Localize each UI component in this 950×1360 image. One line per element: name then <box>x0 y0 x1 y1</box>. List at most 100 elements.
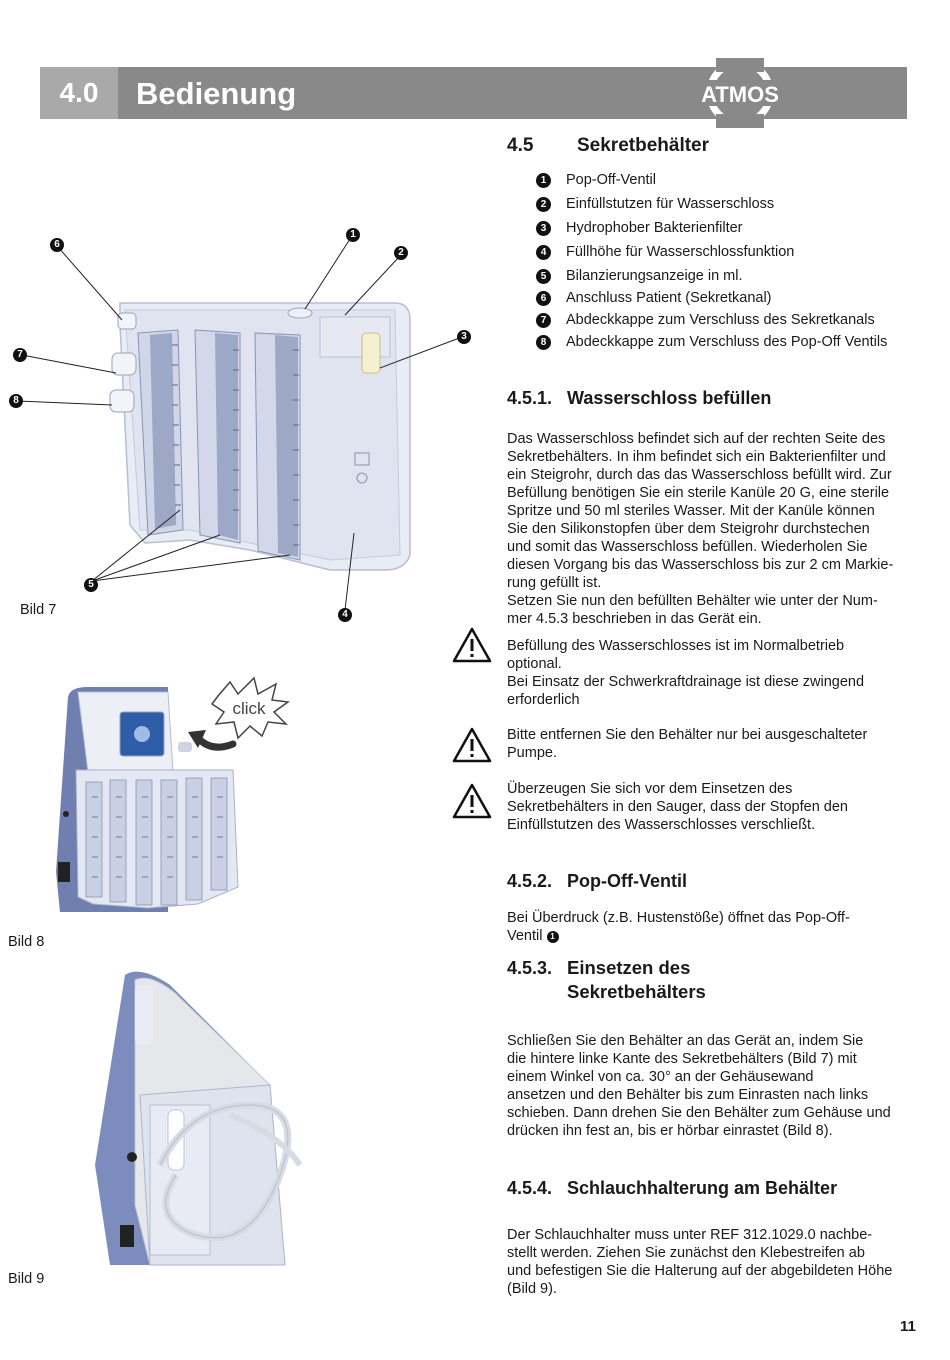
callout-8: 8 <box>9 394 23 408</box>
text-line: stellt werden. Ziehen Sie zunächst den K… <box>507 1245 865 1261</box>
paragraph-schlauchhalterung: Der Schlauchhalter muss unter REF 312.10… <box>507 1226 917 1298</box>
legend-label: Bilanzierungsanzeige in ml. <box>566 268 743 284</box>
text-line: Befüllung des Wasserschlosses ist im Nor… <box>507 638 845 654</box>
legend-label: Einfüllstutzen für Wasserschloss <box>566 196 775 212</box>
warning-icon <box>452 727 492 763</box>
text-line: Ventil 1 <box>507 927 917 945</box>
text-line: Pumpe. <box>507 745 557 761</box>
legend-item: 7 Abdeckkappe zum Verschluss des Sekretka… <box>536 310 926 332</box>
legend-label: Hydrophober Bakterienfilter <box>566 220 743 236</box>
callout-2: 2 <box>394 246 408 260</box>
legend-number: 2 <box>536 197 551 212</box>
text-line: schieben. Dann drehen Sie den Behälter z… <box>507 1105 891 1121</box>
paragraph-wasserschloss: Das Wasserschloss befindet sich auf der … <box>507 430 917 628</box>
legend-label: Anschluss Patient (Sekretkanal) <box>566 290 772 306</box>
text-line: drücken ihn fest an, bis er hörbar einra… <box>507 1123 833 1139</box>
subsection-number: 4.5.2. <box>507 871 553 891</box>
figure-bild7-container <box>17 238 463 611</box>
text-line: Sie den Silikonstopfen über dem Steigroh… <box>507 521 870 537</box>
warning-text-2: Bitte entfernen Sie den Behälter nur bei… <box>507 726 917 762</box>
legend-item: 8 Abdeckkappe zum Verschluss des Pop-Off … <box>536 332 926 354</box>
text-line: Sekretbehälters. In ihm befindet sich ei… <box>507 449 886 465</box>
text-line: ansetzen und den Behälter bis zum Einras… <box>507 1087 869 1103</box>
legend-item: 5 Bilanzierungsanzeige in ml. <box>536 266 926 288</box>
legend-number: 6 <box>536 291 551 306</box>
text-line: diesen Vorgang bis das Wasserschloss bis… <box>507 557 894 573</box>
atmos-logo: ATMOS <box>690 58 790 128</box>
legend-item: 1 Pop-Off-Ventil <box>536 170 926 194</box>
parts-legend: 1 Pop-Off-Ventil 2 Einfüllstutzen für Wass… <box>536 170 926 354</box>
text-line: rung gefüllt ist. <box>507 575 602 591</box>
text-line: mer 4.5.3 beschrieben in das Gerät ein. <box>507 611 762 627</box>
callout-6: 6 <box>50 238 64 252</box>
chapter-number: 4.0 <box>40 67 118 119</box>
legend-label: Abdeckkappe zum Verschluss des Sekretkan… <box>566 312 875 328</box>
subsection-title: Einsetzen des Sekretbehälters <box>567 956 706 1004</box>
figure-bild8-device: click <box>56 676 290 912</box>
text-line: Schließen Sie den Behälter an das Gerät … <box>507 1033 864 1049</box>
subsection-number: 4.5.1. <box>507 388 553 408</box>
text-line: Setzen Sie nun den befüllten Behälter wi… <box>507 593 878 609</box>
paragraph-einsetzen: Schließen Sie den Behälter an das Gerät … <box>507 1032 917 1140</box>
text-line: Sekretbehälters in den Sauger, dass der … <box>507 799 848 815</box>
reference-number-1: 1 <box>546 931 559 943</box>
text-line: einem Winkel von ca. 30° an der Gehäusew… <box>507 1069 814 1085</box>
legend-item: 4 Füllhöhe für Wasserschlossfunktion <box>536 242 926 266</box>
text-line: Spritze und 50 ml steriles Wasser. Mit d… <box>507 503 875 519</box>
legend-number: 3 <box>536 221 551 236</box>
text-line: Befüllung benötigen Sie ein sterile Kanü… <box>507 485 890 501</box>
section-title: Sekretbehälter <box>577 135 710 156</box>
text-line: optional. <box>507 656 562 672</box>
callout-1: 1 <box>346 228 360 242</box>
subsection-number: 4.5.4. <box>507 1178 553 1198</box>
text-fragment: Ventil <box>507 928 543 944</box>
warning-icon <box>452 627 492 663</box>
legend-number: 4 <box>536 245 551 260</box>
subsection-title: Wasserschloss befüllen <box>567 388 772 408</box>
callout-4: 4 <box>338 608 352 622</box>
legend-label: Abdeckkappe zum Verschluss des Pop-Off V… <box>566 334 888 350</box>
subsection-title: Pop-Off-Ventil <box>567 871 687 891</box>
figure-caption-bild9: Bild 9 <box>8 1271 45 1287</box>
text-line: Bei Überdruck (z.B. Hustenstöße) öffnet … <box>507 910 850 926</box>
legend-number: 1 <box>536 173 551 188</box>
title-line: Sekretbehälters <box>567 981 706 1002</box>
page-number: 11 <box>900 1318 916 1335</box>
legend-item: 3 Hydrophober Bakterienfilter <box>536 218 926 242</box>
figure-bild9-device-side <box>95 971 303 1266</box>
text-line: Überzeugen Sie sich vor dem Einsetzen de… <box>507 781 793 797</box>
chapter-title: Bedienung <box>136 76 297 111</box>
warning-text-3: Überzeugen Sie sich vor dem Einsetzen de… <box>507 780 917 834</box>
text-line: Der Schlauchhalter muss unter REF 312.10… <box>507 1227 873 1243</box>
callout-3: 3 <box>457 330 471 344</box>
text-line: und befestigen Sie die Halterung auf der… <box>507 1263 893 1279</box>
legend-number: 5 <box>536 269 551 284</box>
title-line: Einsetzen des <box>567 957 691 978</box>
legend-item: 2 Einfüllstutzen für Wasserschloss <box>536 194 926 218</box>
legend-number: 8 <box>536 335 551 350</box>
figure-caption-bild8: Bild 8 <box>8 934 45 950</box>
logo-text: ATMOS <box>701 82 779 107</box>
figure-caption-bild7: Bild 7 <box>20 602 57 618</box>
text-line: Bitte entfernen Sie den Behälter nur bei… <box>507 727 868 743</box>
legend-item: 6 Anschluss Patient (Sekretkanal) <box>536 288 926 310</box>
subsection-number: 4.5.3. <box>507 958 553 978</box>
legend-label: Füllhöhe für Wasserschlossfunktion <box>566 244 795 260</box>
text-line: die hintere linke Kante des Sekretbehält… <box>507 1051 857 1067</box>
click-text: click <box>232 699 266 718</box>
subsection-title: Schlauchhalterung am Behälter <box>567 1178 838 1198</box>
legend-label: Pop-Off-Ventil <box>566 172 657 188</box>
warning-icon <box>452 783 492 819</box>
text-line: Bei Einsatz der Schwerkraftdrainage ist … <box>507 674 865 690</box>
callout-5: 5 <box>84 578 98 592</box>
section-number: 4.5 <box>507 135 534 156</box>
text-line: und somit das Wasserschloss befüllen. Wi… <box>507 539 868 555</box>
text-line: ein Steigrohr, durch das das Wasserschlo… <box>507 467 892 483</box>
text-line: (Bild 9). <box>507 1281 557 1297</box>
callout-7: 7 <box>13 348 27 362</box>
paragraph-pop-off: Bei Überdruck (z.B. Hustenstöße) öffnet … <box>507 909 917 945</box>
text-line: Einfüllstutzen des Wasserschlosses versc… <box>507 817 816 833</box>
legend-number: 7 <box>536 313 551 328</box>
warning-text-1: Befüllung des Wasserschlosses ist im Nor… <box>507 637 917 709</box>
text-line: Das Wasserschloss befindet sich auf der … <box>507 431 886 447</box>
